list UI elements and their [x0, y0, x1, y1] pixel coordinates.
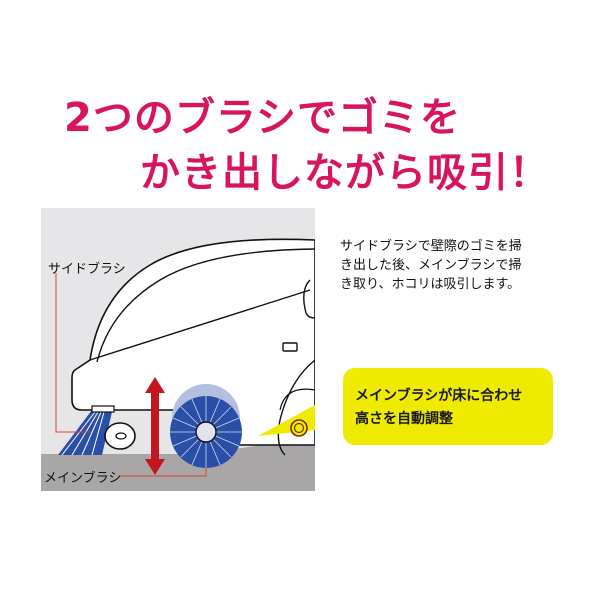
height-adjust-arrow-icon: [145, 377, 165, 475]
description-line: き出した後、メインブラシで掃: [340, 258, 522, 273]
side-brush-label: サイドブラシ: [48, 262, 126, 277]
floor: [41, 438, 315, 491]
description-line: サイドブラシで壁際のゴミを掃: [340, 239, 522, 254]
description-text: サイドブラシで壁際のゴミを掃 き出した後、メインブラシで掃 き取り、ホコリは吸引…: [340, 237, 570, 294]
caster-wheel: [104, 422, 136, 450]
robot-cleaner-illustration: [41, 238, 315, 491]
callout-line: 高さを自動調整: [355, 411, 453, 427]
indicator-icon: [282, 342, 298, 352]
headline-line-1: 2つのブラシでゴミを: [64, 95, 462, 141]
illustration-panel: [41, 208, 315, 491]
callout-text: メインブラシが床に合わせ 高さを自動調整: [355, 385, 522, 431]
headline-line-2: かき出しながら吸引！: [140, 150, 550, 196]
callout-line: メインブラシが床に合わせ: [355, 388, 523, 404]
description-line: き取り、ホコリは吸引します。: [340, 277, 521, 292]
main-brush-icon: [170, 384, 242, 468]
main-brush-label: メインブラシ: [44, 471, 122, 486]
callout-box: [343, 368, 553, 445]
